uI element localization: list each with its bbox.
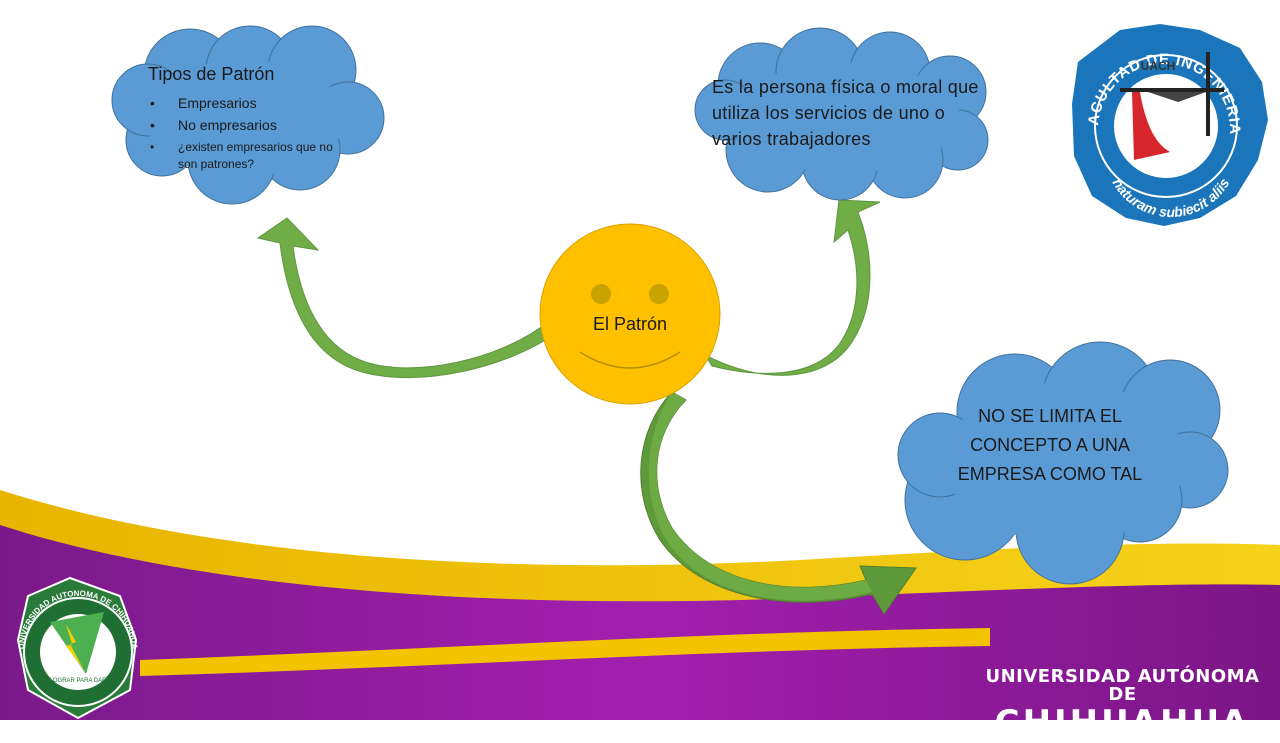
list-item: No empresarios <box>150 114 350 136</box>
left-cloud-list: Empresarios No empresarios ¿existen empr… <box>150 92 350 173</box>
cloud-definicion <box>694 27 989 201</box>
arrow-to-left-cloud <box>256 217 556 379</box>
brand-line-2: CHIHUAHUA <box>994 703 1251 743</box>
logo-mast <box>1206 52 1210 136</box>
arrow-to-right-top-cloud <box>703 199 881 376</box>
right-top-cloud-text: Es la persona física o moral que utiliza… <box>712 77 979 149</box>
arrow-to-right-bottom-cloud <box>640 391 917 615</box>
smiley-eye-right <box>649 284 669 304</box>
university-brand: UNIVERSIDAD AUTÓNOMA DE CHIHUAHUA <box>980 666 1265 743</box>
uach-mark: UACH <box>1141 59 1176 73</box>
bottom-band <box>0 490 1280 720</box>
cloud-no-se-limita <box>897 341 1229 585</box>
smiley-mouth <box>579 351 681 369</box>
left-cloud-title: Tipos de Patrón <box>148 64 275 84</box>
center-label: El Patrón <box>592 314 668 334</box>
slide-canvas: FACULTAD DE INGENIERIA naturam subiecit … <box>0 24 1280 720</box>
list-item: Empresarios <box>150 92 350 114</box>
shield-motto: LOGRAR PARA DAR <box>50 678 108 684</box>
list-item: ¿existen empresarios que no son patrones… <box>150 139 350 173</box>
smiley-eye-left <box>591 284 611 304</box>
right-bottom-cloud-text: NO SE LIMITA EL CONCEPTO A UNA EMPRESA C… <box>957 406 1143 484</box>
brand-line-1: UNIVERSIDAD AUTÓNOMA DE <box>985 666 1260 705</box>
purple-band <box>0 525 1280 720</box>
gold-stripe <box>140 628 990 676</box>
center-smiley <box>539 223 721 405</box>
logo-red-sail <box>1132 92 1170 160</box>
logo-bar <box>1120 88 1224 92</box>
logo-truss <box>1148 92 1206 102</box>
shield-green-triangle <box>50 612 104 674</box>
shield-lightning-icon <box>66 624 84 670</box>
uach-shield-logo: UNIVERSIDAD AUTONOMA DE CHIHUAHUA LOGRAR… <box>17 576 139 720</box>
smiley-face <box>539 223 721 405</box>
